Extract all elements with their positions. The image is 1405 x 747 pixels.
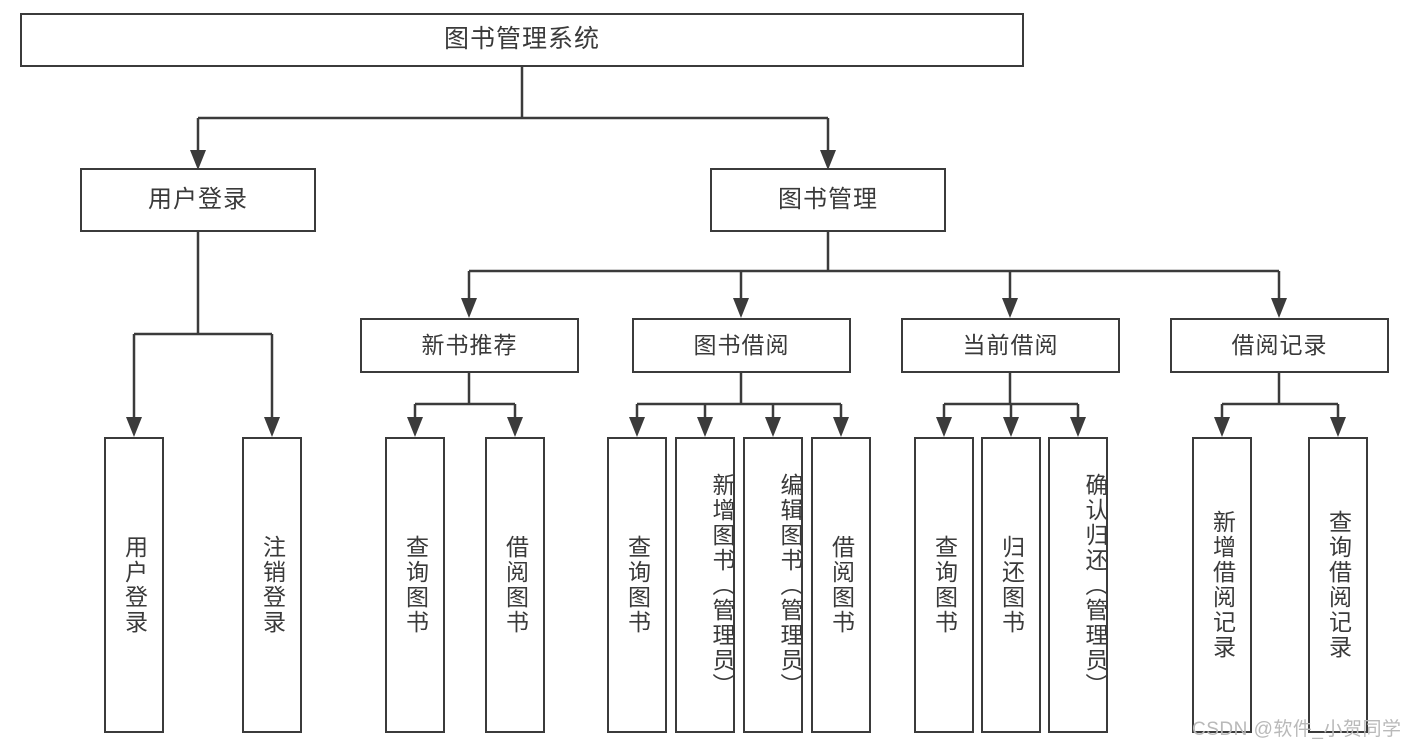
leaf-user-login-signin[interactable]: 用户登录 (104, 437, 164, 733)
csdn-watermark: CSDN @软件_小贺同学 (1192, 719, 1402, 740)
leaf-currentborrow-return-book[interactable]: 归还图书 (981, 437, 1041, 733)
leaf-user-login-signout[interactable]: 注销登录 (242, 437, 302, 733)
leaf-newbook-borrow-book[interactable]: 借阅图书 (485, 437, 545, 733)
edge-userlogin-to-leaves (126, 232, 280, 437)
node-book-management[interactable]: 图书管理 (710, 168, 946, 232)
leaf-currentborrow-confirm-return-admin[interactable]: 确认归还（管理员） (1048, 437, 1108, 733)
edge-newbook-to-leaves (407, 373, 523, 437)
leaf-bookborrow-query-book[interactable]: 查询图书 (607, 437, 667, 733)
edge-bookborrow-to-leaves (629, 373, 849, 437)
leaf-newbook-query-book[interactable]: 查询图书 (385, 437, 445, 733)
leaf-currentborrow-query-book[interactable]: 查询图书 (914, 437, 974, 733)
node-borrow-record[interactable]: 借阅记录 (1170, 318, 1389, 373)
leaf-bookborrow-add-book-admin[interactable]: 新增图书（管理员） (675, 437, 735, 733)
edge-bookmgmt-to-level3 (461, 232, 1287, 318)
node-user-login[interactable]: 用户登录 (80, 168, 316, 232)
leaf-bookborrow-edit-book-admin[interactable]: 编辑图书（管理员） (743, 437, 803, 733)
node-new-book-recommend[interactable]: 新书推荐 (360, 318, 579, 373)
edge-currentborrow-to-leaves (936, 373, 1086, 437)
leaf-bookborrow-borrow-book[interactable]: 借阅图书 (811, 437, 871, 733)
node-root-system[interactable]: 图书管理系统 (20, 13, 1024, 67)
edge-root-to-level2 (190, 67, 836, 170)
node-current-borrow[interactable]: 当前借阅 (901, 318, 1120, 373)
node-book-borrow[interactable]: 图书借阅 (632, 318, 851, 373)
edge-borrowrecord-to-leaves (1214, 373, 1346, 437)
leaf-borrowrecord-query-record[interactable]: 查询借阅记录 (1308, 437, 1368, 733)
leaf-borrowrecord-add-record[interactable]: 新增借阅记录 (1192, 437, 1252, 733)
